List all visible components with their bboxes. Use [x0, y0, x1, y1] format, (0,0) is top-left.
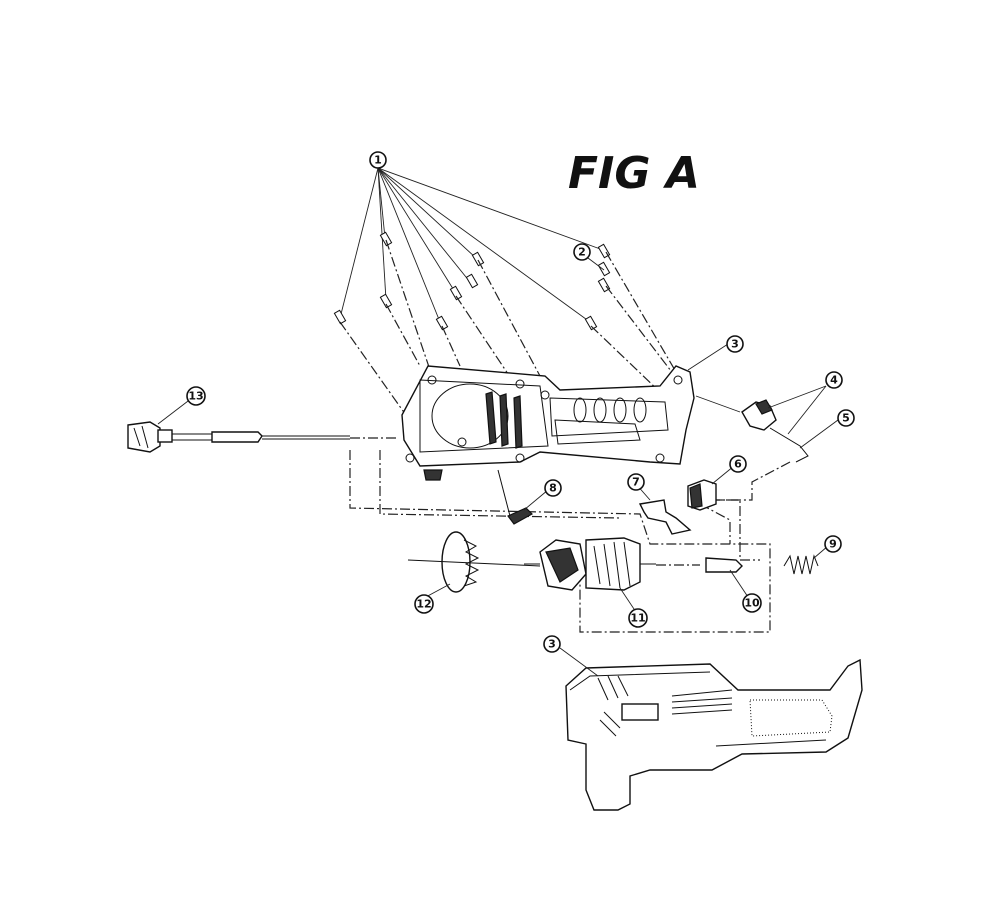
- switch-alignment: [700, 461, 791, 501]
- svg-text:12: 12: [416, 598, 431, 611]
- callout-13: 13: [186, 386, 206, 406]
- bracket-part: [638, 499, 692, 535]
- svg-text:6: 6: [734, 458, 742, 471]
- svg-text:13: 13: [188, 390, 203, 403]
- housing-assembled: [565, 658, 863, 811]
- armature-part: [524, 537, 656, 591]
- wire-routing: [349, 437, 771, 633]
- svg-text:5: 5: [842, 412, 850, 425]
- switch-part: [687, 479, 717, 511]
- svg-text:10: 10: [744, 597, 760, 610]
- callout-11: 11: [628, 608, 648, 628]
- callout-7: 7: [627, 473, 645, 491]
- callout-10: 10: [742, 593, 762, 613]
- callout-12: 12: [414, 594, 434, 614]
- callout-1-leaders: [339, 167, 604, 323]
- svg-text:7: 7: [632, 476, 640, 489]
- brush-part: [497, 469, 533, 525]
- fan-part: [407, 531, 541, 593]
- callout-6: 6: [729, 455, 747, 473]
- screw-alignment-lines: [339, 239, 685, 419]
- switch-lever: [695, 395, 809, 463]
- svg-text:2: 2: [578, 246, 586, 259]
- svg-text:11: 11: [630, 612, 645, 625]
- screws: [333, 231, 611, 331]
- svg-text:1: 1: [374, 154, 382, 167]
- housing-left-half: [401, 365, 695, 481]
- callout-9: 9: [824, 535, 842, 553]
- callout-8: 8: [544, 479, 562, 497]
- svg-text:3: 3: [548, 638, 556, 651]
- figure-title: FIG A: [568, 148, 700, 199]
- callout-1: 1: [369, 151, 387, 169]
- svg-text:4: 4: [830, 374, 838, 387]
- svg-text:9: 9: [829, 538, 837, 551]
- callout-3-top: 3: [726, 335, 744, 353]
- callout-2: 2: [573, 243, 591, 261]
- callout-5: 5: [837, 409, 855, 427]
- svg-text:3: 3: [731, 338, 739, 351]
- power-cord: [127, 421, 350, 453]
- svg-text:8: 8: [549, 482, 557, 495]
- bushing-part: [656, 557, 743, 573]
- callout-4: 4: [825, 371, 843, 389]
- spring-part: [783, 554, 819, 575]
- callout-3-bottom: 3: [543, 635, 561, 653]
